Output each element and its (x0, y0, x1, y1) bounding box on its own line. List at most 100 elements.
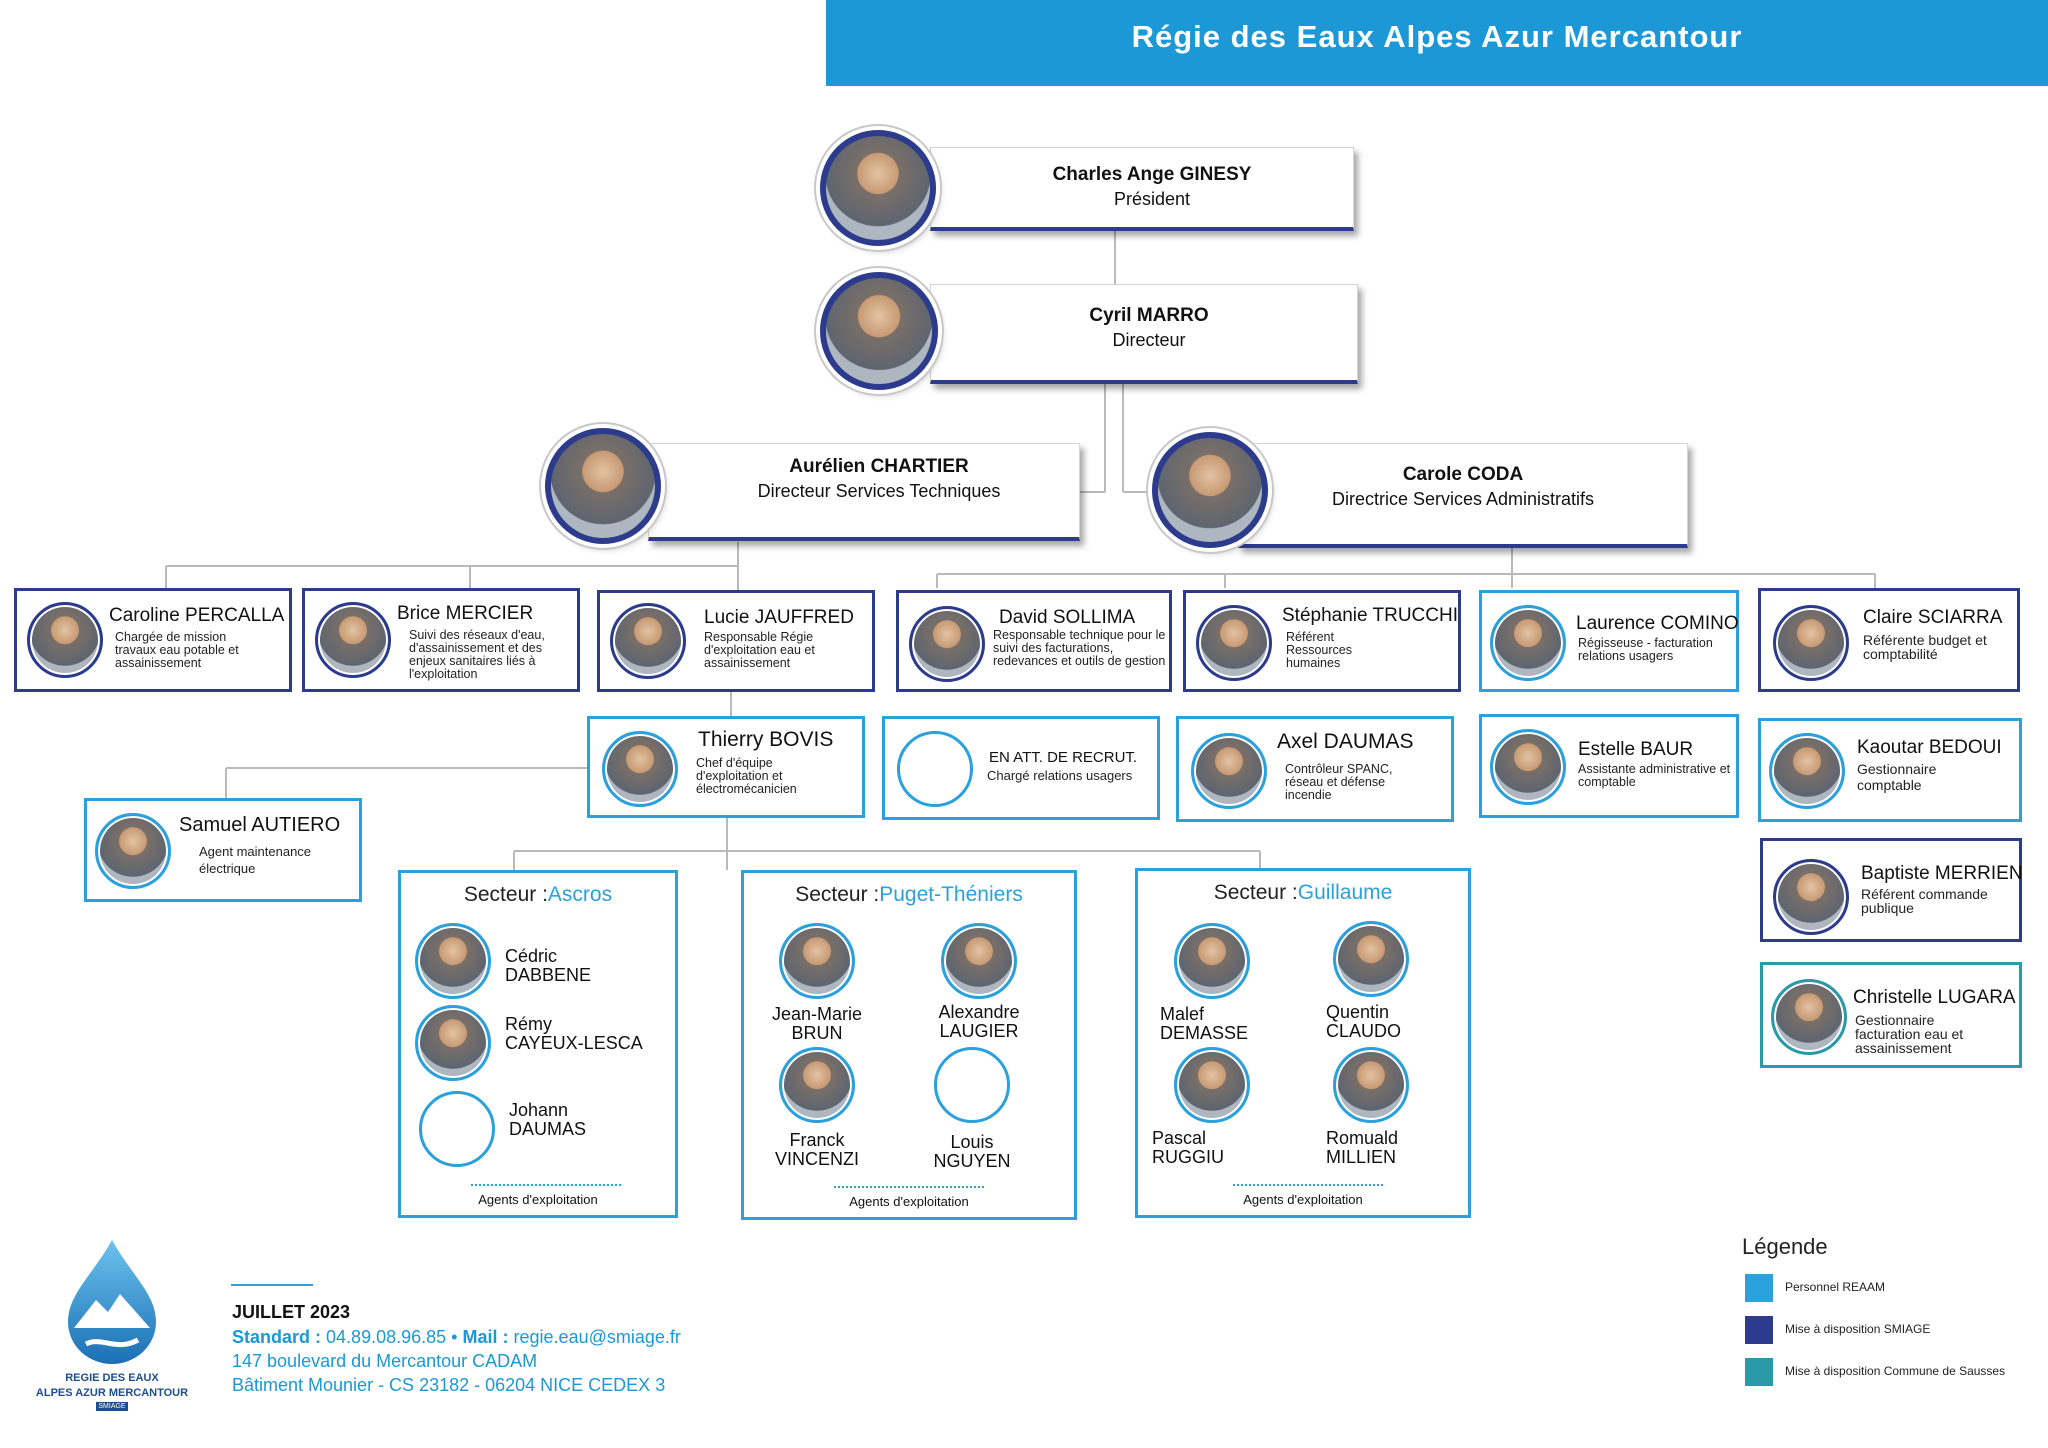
staff-card-autiero: Samuel AUTIERO Agent maintenance électri… (84, 798, 362, 902)
sollima-name: David SOLLIMA (999, 607, 1136, 628)
sector-puget-title: Secteur :Puget-Théniers (795, 883, 1023, 906)
staff-card-sollima: David SOLLIMA Responsable technique pour… (896, 590, 1172, 692)
baur-role: Assistante administrative et comptable (1578, 762, 1731, 789)
admin-director-title: Directrice Services Administratifs (1331, 489, 1595, 509)
staff-card-percalla: Caroline PERCALLA Chargée de mission tra… (14, 588, 292, 692)
director-title: Directeur (1112, 330, 1186, 350)
autiero-name: Samuel AUTIERO (179, 814, 341, 836)
staff-card-bovis: Thierry BOVIS Chef d'équipe d'exploitati… (587, 716, 865, 818)
agent-photo-placeholder (934, 1047, 1010, 1123)
axel-daumas-photo (1191, 733, 1267, 809)
bedoui-name: Kaoutar BEDOUI (1857, 737, 2002, 758)
sector-divider (834, 1186, 984, 1188)
staff-card-merrien: Baptiste MERRIEN Référent commande publi… (1760, 838, 2023, 942)
merrien-photo (1773, 859, 1849, 935)
percalla-name: Caroline PERCALLA (109, 605, 285, 626)
staff-card-bedoui: Kaoutar BEDOUI Gestionnaire comptable (1758, 718, 2022, 822)
comino-photo (1490, 605, 1566, 681)
vacant-role: Chargé relations usagers (987, 768, 1133, 783)
agent-photo (1174, 923, 1250, 999)
footer-contact: Standard : 04.89.08.96.85 • Mail : regie… (232, 1327, 681, 1347)
sector-divider (471, 1184, 621, 1186)
footer-address-1: 147 boulevard du Mercantour CADAM (232, 1351, 538, 1371)
agent-photo (941, 923, 1017, 999)
regie-logo: REGIE DES EAUX ALPES AZUR MERCANTOUR SMI… (22, 1236, 202, 1416)
sollima-photo (909, 606, 985, 682)
director-photo (820, 272, 938, 390)
lugara-photo (1771, 979, 1847, 1055)
agent-photo (1333, 1047, 1409, 1123)
jauffred-photo (610, 603, 686, 679)
legend-swatch-smiage (1745, 1316, 1773, 1344)
logo-line-1: REGIE DES EAUX (65, 1372, 159, 1384)
legend-label: Personnel REAAM (1785, 1280, 1886, 1294)
legend-swatch-reaam (1745, 1274, 1773, 1302)
water-drop-icon (68, 1240, 156, 1364)
sector-footer: Agents d'exploitation (478, 1192, 598, 1207)
sollima-role: Responsable technique pour le suivi des … (993, 628, 1166, 668)
bovis-photo (602, 731, 678, 807)
staff-card-mercier: Brice MERCIER Suivi des réseaux d'eau, d… (302, 588, 580, 692)
president-title: Président (1113, 189, 1191, 209)
comino-name: Laurence COMINO (1576, 613, 1739, 634)
bovis-role: Chef d'équipe d'exploitation et électrom… (696, 756, 797, 796)
trucchi-photo (1196, 605, 1272, 681)
axel-daumas-name: Axel DAUMAS (1277, 730, 1414, 753)
sector-footer: Agents d'exploitation (1243, 1192, 1363, 1207)
percalla-role: Chargée de mission travaux eau potable e… (115, 630, 239, 670)
agent-photo (779, 923, 855, 999)
staff-card-baur: Estelle BAUR Assistante administrative e… (1479, 714, 1739, 818)
president-photo (820, 130, 936, 246)
director-name: Cyril MARRO (1089, 305, 1209, 326)
legend-label: Mise à disposition Commune de Sausses (1785, 1364, 2006, 1378)
standard-phone[interactable]: 04.89.08.96.85 (326, 1327, 447, 1347)
sciarra-role: Référente budget et comptabilité (1863, 632, 1987, 662)
agent-photo (779, 1047, 855, 1123)
agent-photo (1174, 1047, 1250, 1123)
footer-rule (231, 1284, 313, 1286)
mercier-name: Brice MERCIER (397, 603, 534, 624)
bedoui-photo (1769, 733, 1845, 809)
technical-director-title: Directeur Services Techniques (757, 481, 1001, 501)
exec-admin-director: Carole CODA Directrice Services Administ… (1238, 443, 1688, 548)
lugara-name: Christelle LUGARA (1853, 987, 2016, 1008)
logo-line-2: ALPES AZUR MERCANTOUR (35, 1387, 189, 1399)
mail-link[interactable]: regie.eau@smiage.fr (513, 1327, 681, 1347)
jauffred-role: Responsable Régie d'exploitation eau et … (704, 630, 815, 670)
staff-card-trucchi: Stéphanie TRUCCHI Référent Ressources hu… (1183, 590, 1461, 692)
sciarra-name: Claire SCIARRA (1863, 607, 2003, 628)
staff-card-comino: Laurence COMINO Régisseuse - facturation… (1479, 590, 1739, 692)
sciarra-photo (1773, 605, 1849, 681)
percalla-photo (27, 602, 103, 678)
footer-date: JUILLET 2023 (232, 1302, 351, 1322)
sector-divider (1233, 1184, 1383, 1186)
admin-director-photo (1152, 432, 1268, 548)
agent-photo (415, 923, 491, 999)
baur-name: Estelle BAUR (1578, 739, 1694, 760)
baur-photo (1490, 729, 1566, 805)
sector-ascros-title: Secteur :Ascros (463, 883, 613, 906)
trucchi-role: Référent Ressources humaines (1286, 630, 1352, 670)
staff-card-lugara: Christelle LUGARA Gestionnaire facturati… (1760, 962, 2022, 1068)
agent-photo (415, 1005, 491, 1081)
technical-director-name: Aurélien CHARTIER (789, 456, 969, 477)
autiero-photo (95, 813, 171, 889)
staff-card-axel-daumas: Axel DAUMAS Contrôleur SPANC, réseau et … (1176, 716, 1454, 822)
bovis-name: Thierry BOVIS (698, 728, 834, 751)
staff-card-sciarra: Claire SCIARRA Référente budget et compt… (1758, 588, 2020, 692)
sector-guillaume-title: Secteur :Guillaume (1213, 881, 1393, 904)
jauffred-name: Lucie JAUFFRED (704, 607, 854, 628)
sector-footer: Agents d'exploitation (849, 1194, 969, 1209)
bedoui-role: Gestionnaire comptable (1857, 761, 1937, 793)
